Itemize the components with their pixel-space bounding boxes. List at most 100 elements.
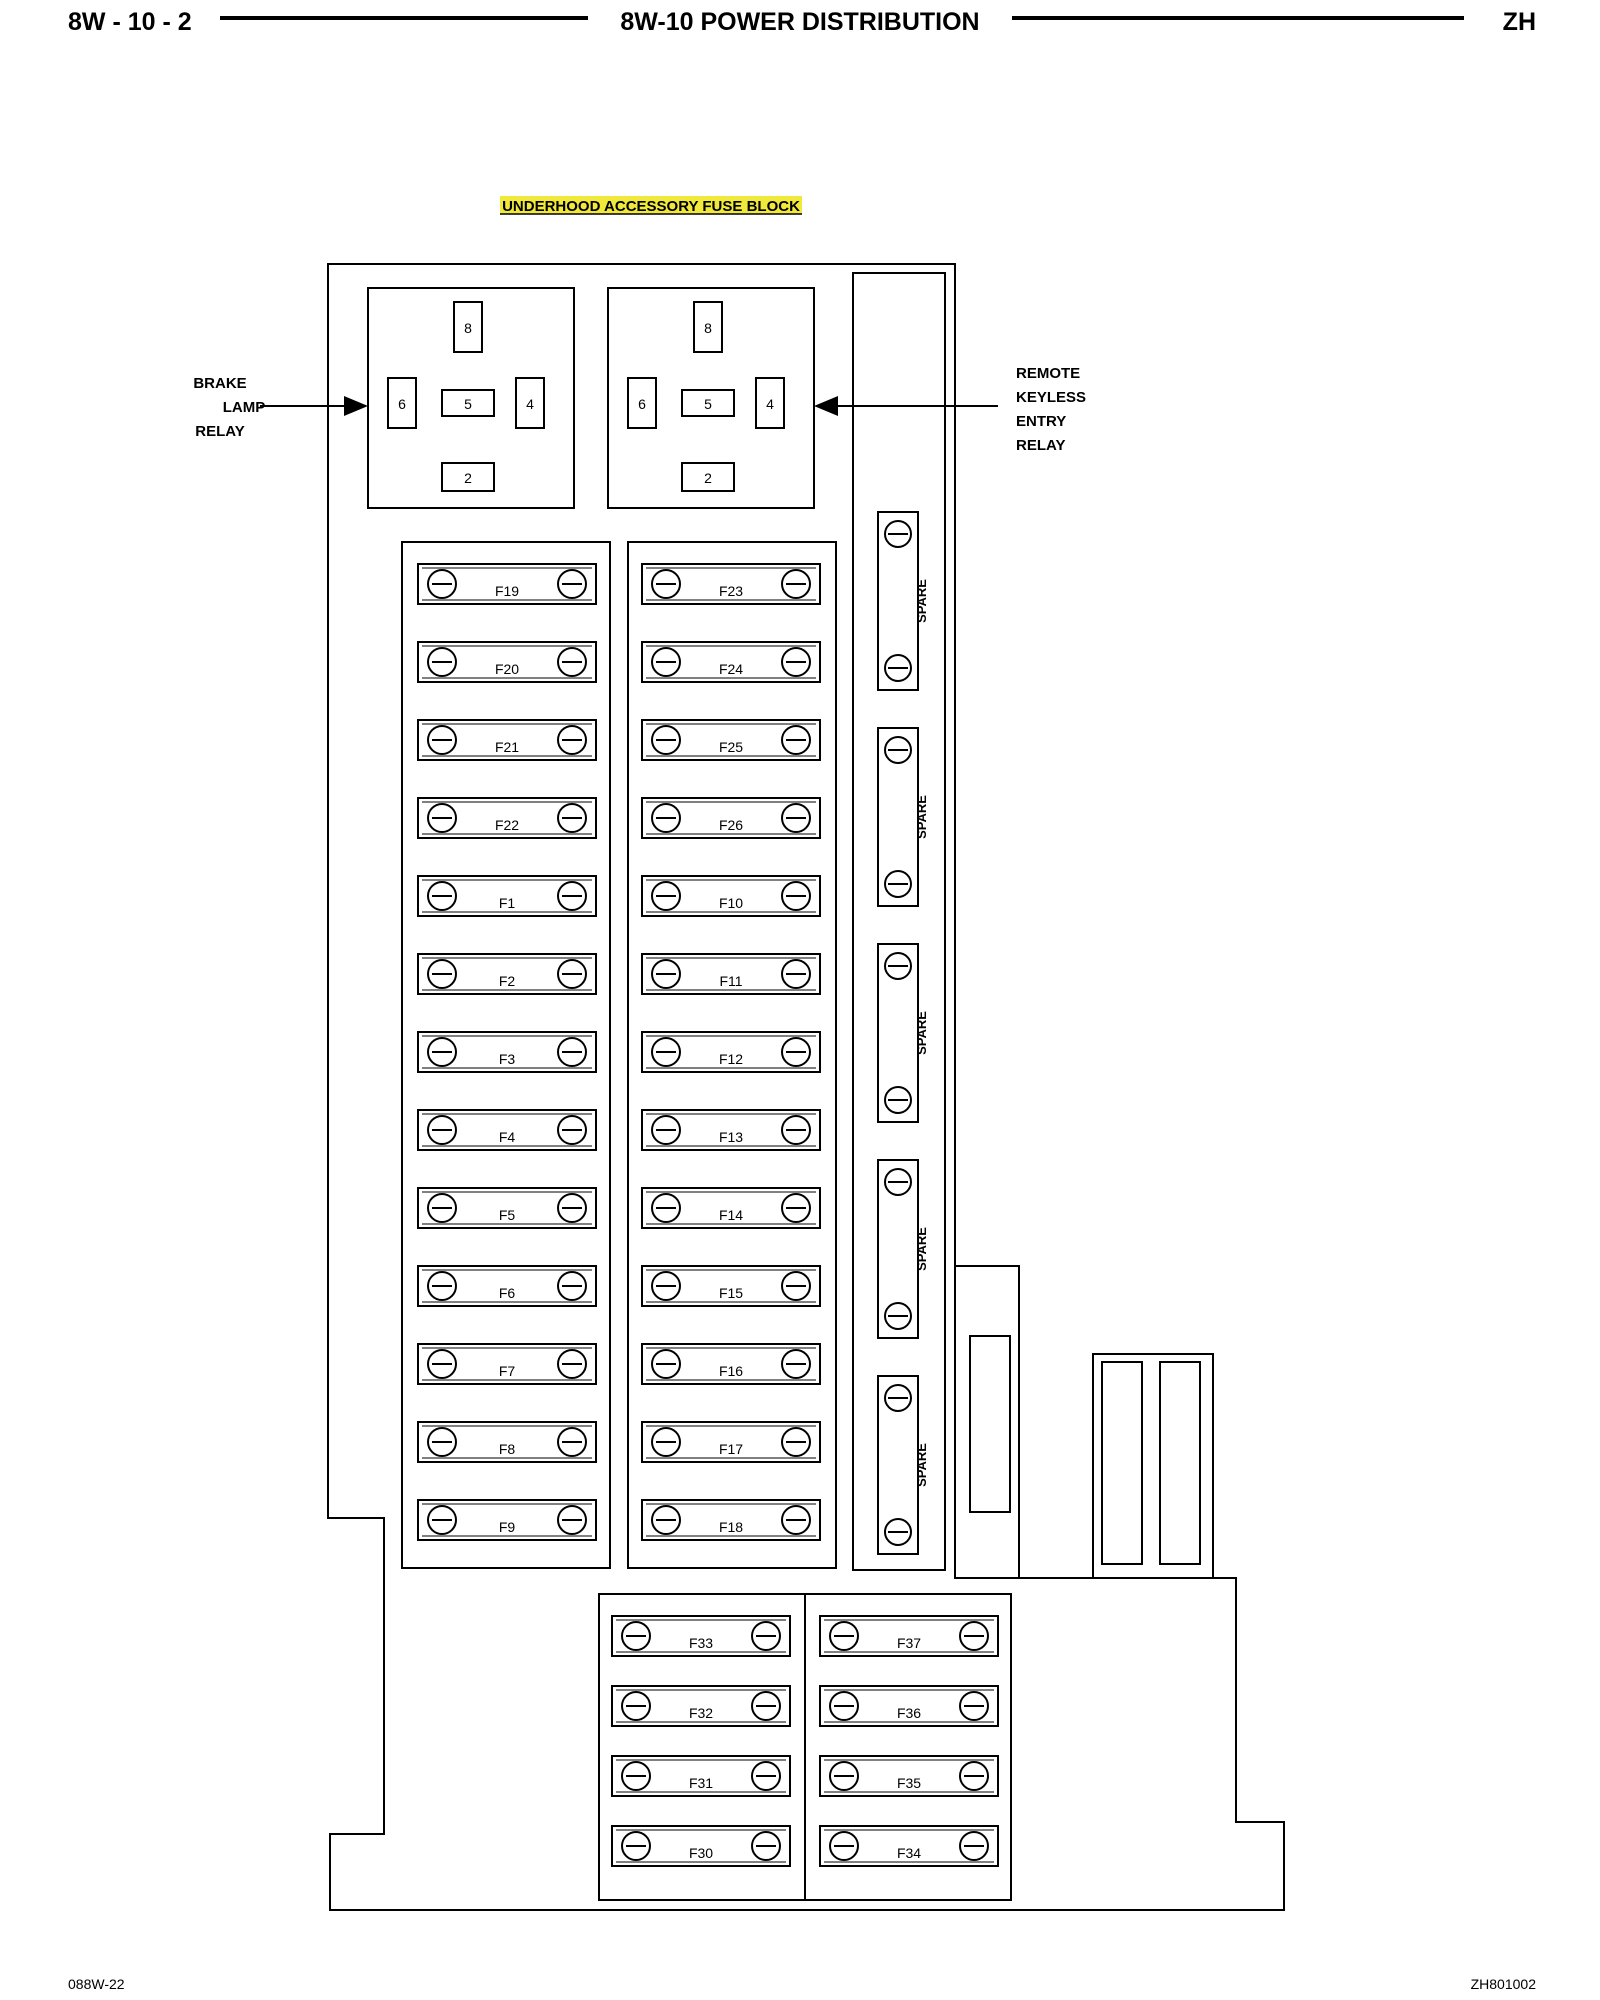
fuse <box>417 1265 597 1307</box>
fuse <box>641 641 821 683</box>
fuse <box>641 1187 821 1229</box>
fuse-label: F26 <box>719 817 743 833</box>
fuse-label: F7 <box>499 1363 516 1379</box>
fuse-label: F13 <box>719 1129 743 1145</box>
fuse-screw <box>621 1621 651 1651</box>
fuse <box>611 1825 791 1867</box>
rke-relay-terminal-label: 4 <box>766 396 774 412</box>
fuse-screw <box>829 1621 859 1651</box>
fuse-label: F37 <box>897 1635 921 1651</box>
fuse <box>417 1031 597 1073</box>
fuse-screw <box>751 1761 781 1791</box>
spare-fuse-label: SPARE <box>914 1443 929 1487</box>
section-title: 8W-10 POWER DISTRIBUTION <box>620 8 980 36</box>
spare-fuse-label: SPARE <box>914 1011 929 1055</box>
rke-relay-label: REMOTE <box>1016 365 1080 382</box>
fuse-screw <box>781 725 811 755</box>
fuse-label: F34 <box>897 1845 921 1861</box>
fuse-screw <box>557 569 587 599</box>
model-code: ZH <box>1502 8 1536 36</box>
fuse <box>641 719 821 761</box>
brake-lamp-relay-terminal-label: 5 <box>464 396 472 412</box>
terminal-slot-right <box>1159 1361 1201 1565</box>
brake-lamp-relay-terminal-label: 8 <box>464 320 472 336</box>
fuse-label: F30 <box>689 1845 713 1861</box>
brake-lamp-relay-terminal <box>387 377 417 429</box>
rke-relay-terminal-label: 5 <box>704 396 712 412</box>
fuse-label: F14 <box>719 1207 743 1223</box>
fuse-screw <box>781 1505 811 1535</box>
spare-fuse-screw <box>884 1168 912 1196</box>
fuse-screw <box>781 803 811 833</box>
fuse-label: F6 <box>499 1285 516 1301</box>
fuse-screw <box>781 959 811 989</box>
fuse-screw <box>651 1349 681 1379</box>
fuse-screw <box>557 803 587 833</box>
fuse <box>417 953 597 995</box>
fuse-label: F19 <box>495 583 519 599</box>
rke-relay-label: RELAY <box>1016 437 1065 454</box>
fuse-label: F11 <box>719 973 742 989</box>
fuse <box>641 953 821 995</box>
rke-relay-terminal-label: 6 <box>638 396 646 412</box>
fuse-screw <box>781 1427 811 1457</box>
fuse-screw <box>651 1505 681 1535</box>
fuse-screw <box>557 881 587 911</box>
fuse-screw <box>781 881 811 911</box>
fuse <box>417 563 597 605</box>
header-rule-left <box>220 16 588 20</box>
fuse-screw <box>651 647 681 677</box>
terminal-slot-left <box>1101 1361 1143 1565</box>
fuse <box>641 1499 821 1541</box>
fuse-label: F18 <box>719 1519 743 1535</box>
fuse-screw <box>751 1831 781 1861</box>
brake-lamp-relay-terminal-label: 2 <box>464 470 472 486</box>
fuse-screw <box>751 1621 781 1651</box>
figure-id: 088W-22 <box>68 1976 125 1992</box>
spare-fuse <box>877 1375 919 1555</box>
fuse-screw <box>557 647 587 677</box>
housing-helper-6 <box>328 264 1236 1578</box>
fuse <box>641 1109 821 1151</box>
rke-relay-terminal <box>681 462 735 492</box>
spare-strip-frame <box>852 272 946 1571</box>
fuse-screw <box>959 1831 989 1861</box>
fuse <box>641 1265 821 1307</box>
rke-relay-terminal <box>693 301 723 353</box>
rke-relay-label: KEYLESS <box>1016 389 1086 406</box>
fuse-screw <box>557 1505 587 1535</box>
fuse-label: F35 <box>897 1775 921 1791</box>
header-rule-right <box>1012 16 1464 20</box>
fuse-screw <box>829 1831 859 1861</box>
spare-fuse-screw <box>884 654 912 682</box>
fuse-label: F31 <box>689 1775 713 1791</box>
lower-right-slot <box>969 1335 1011 1513</box>
fuse <box>819 1685 999 1727</box>
fuse <box>819 1615 999 1657</box>
fuse-screw <box>781 1193 811 1223</box>
spare-fuse <box>877 1159 919 1339</box>
brake-lamp-relay-terminal-label: 4 <box>526 396 534 412</box>
fuse <box>417 797 597 839</box>
fuse-screw <box>651 959 681 989</box>
fuse <box>417 1343 597 1385</box>
rke-relay-terminal-label: 8 <box>704 320 712 336</box>
fuse-label: F22 <box>495 817 519 833</box>
brake-lamp-relay-arrow-head <box>344 396 368 416</box>
fuse <box>641 563 821 605</box>
page-reference: 8W - 10 - 2 <box>68 8 192 36</box>
fuse-screw <box>781 1349 811 1379</box>
fuse <box>641 1421 821 1463</box>
fuse-screw <box>781 1115 811 1145</box>
fuse-label: F20 <box>495 661 519 677</box>
fuse-label: F17 <box>719 1441 743 1457</box>
fuse-screw <box>751 1691 781 1721</box>
fuse-screw <box>557 959 587 989</box>
rke-relay-label: ENTRY <box>1016 413 1066 430</box>
spare-fuse <box>877 727 919 907</box>
rke-relay-terminal-label: 2 <box>704 470 712 486</box>
fuse-screw <box>427 1193 457 1223</box>
fuse-screw <box>557 1115 587 1145</box>
fuse-screw <box>651 1037 681 1067</box>
fuse-screw <box>959 1761 989 1791</box>
